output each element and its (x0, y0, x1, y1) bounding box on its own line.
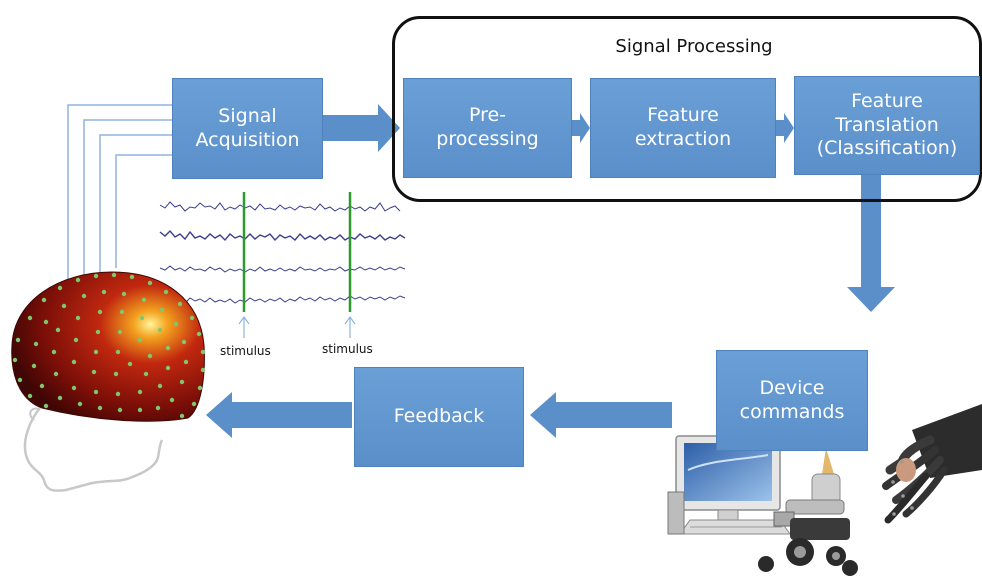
stimulus-arrows (238, 315, 356, 338)
device-commands-label: Device commands (739, 376, 845, 423)
stimulus-markers (242, 192, 352, 312)
device-commands-box: Device commands (716, 350, 868, 451)
feature-translation-box: Feature Translation (Classification) (794, 76, 980, 175)
arrow-pre-to-feature (572, 113, 590, 143)
preprocessing-box: Pre- processing (403, 78, 572, 178)
wheelchair-icon (758, 448, 858, 576)
arrow-acquisition-to-preprocessing (323, 104, 400, 152)
eeg-traces-icon (159, 201, 406, 304)
robotic-hand-icon (882, 404, 982, 524)
feedback-label: Feedback (393, 405, 485, 428)
signal-processing-group (392, 16, 982, 202)
arrow-translation-to-device (847, 175, 895, 312)
signal-acquisition-label: Signal Acquisition (195, 104, 300, 151)
feature-translation-label: Feature Translation (Classification) (816, 89, 958, 160)
arrow-feature-to-translation (776, 113, 794, 143)
electrode-wires (67, 104, 172, 285)
arrow-device-to-feedback (530, 392, 672, 438)
preprocessing-label: Pre- processing (436, 104, 539, 150)
feature-extraction-box: Feature extraction (590, 78, 776, 178)
signal-acquisition-box: Signal Acquisition (172, 78, 323, 179)
stimulus-label-1: stimulus (220, 344, 271, 358)
signal-processing-title: Signal Processing (615, 36, 773, 57)
stimulus-label-2: stimulus (322, 342, 373, 356)
eeg-head-icon (11, 271, 206, 492)
feedback-box: Feedback (354, 367, 524, 467)
feature-extraction-label: Feature extraction (634, 104, 732, 150)
computer-icon (667, 435, 791, 535)
arrow-feedback-to-head (206, 392, 352, 438)
